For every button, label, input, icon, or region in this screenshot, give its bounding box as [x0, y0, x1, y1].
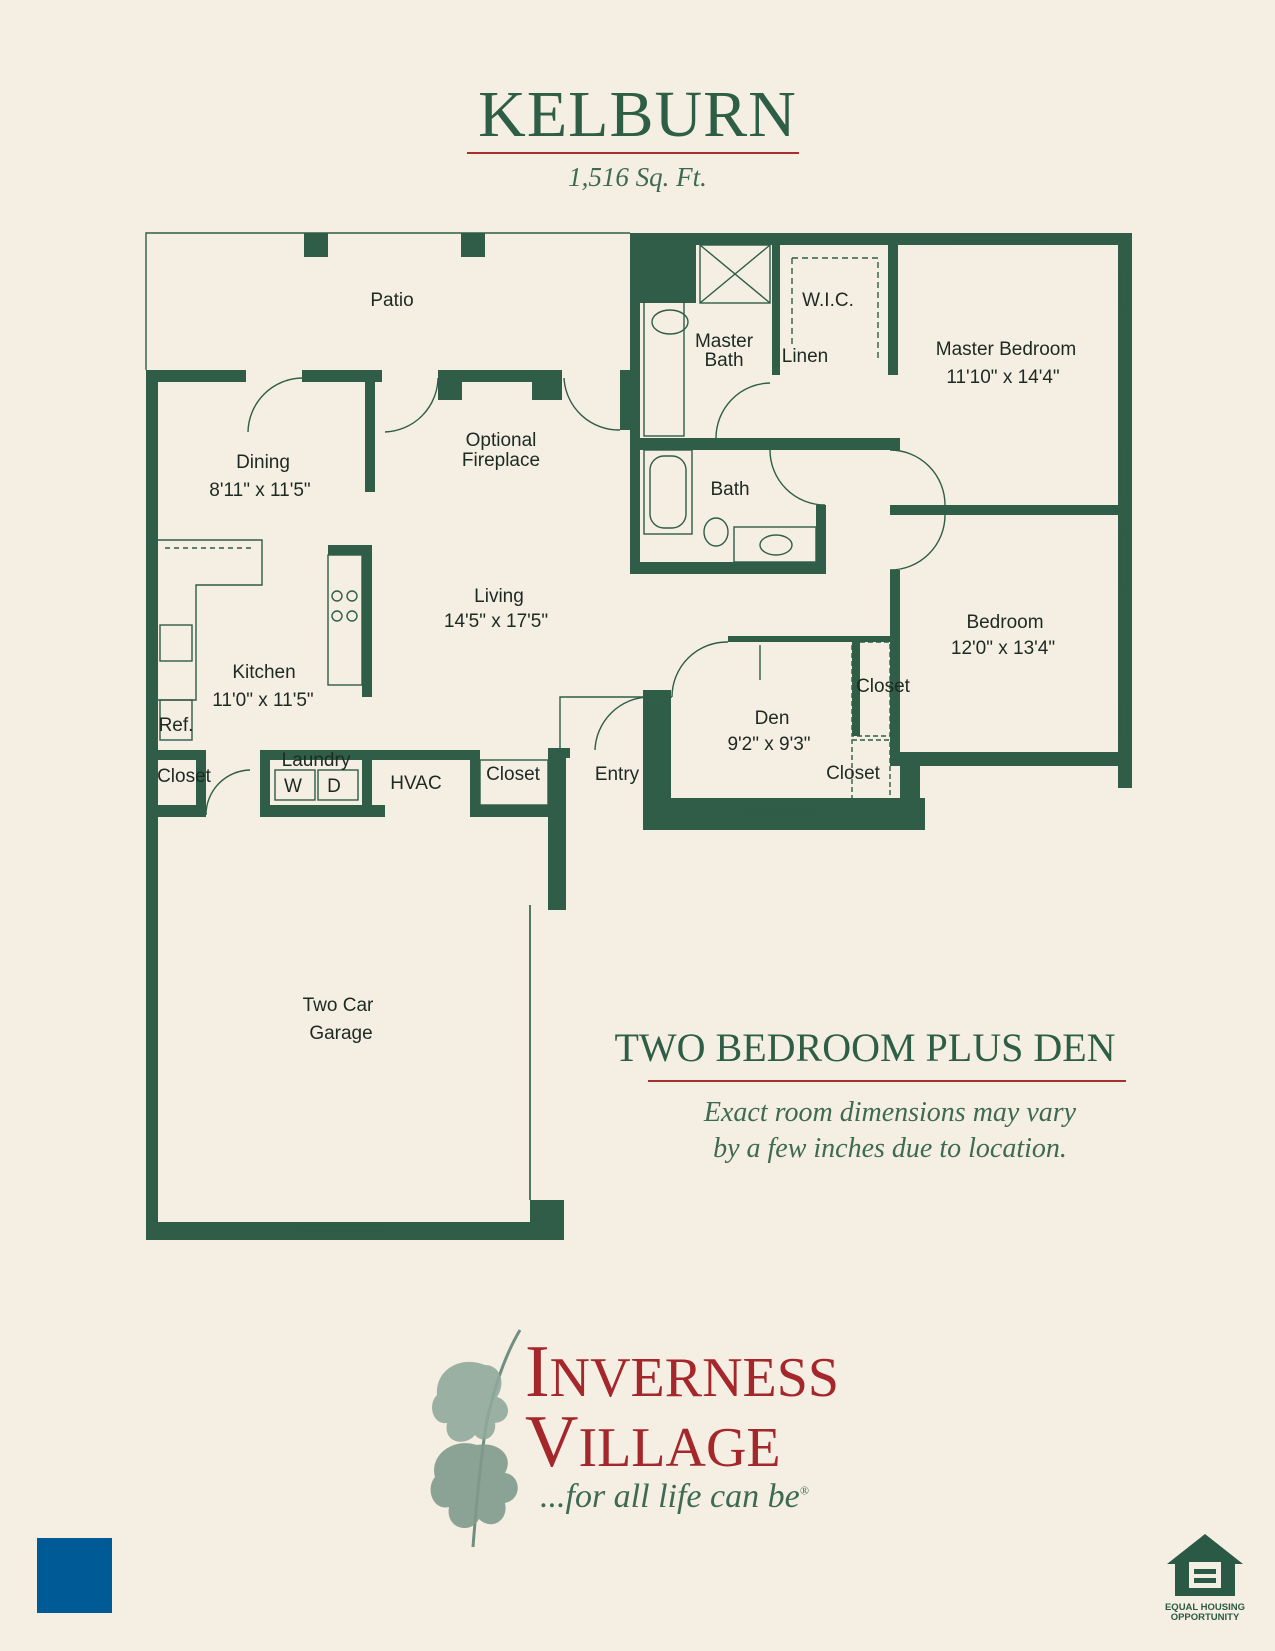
hvac-label: HVAC [390, 773, 441, 794]
blue-square-block [37, 1538, 112, 1613]
dining-label: Dining [236, 452, 290, 473]
dryer-label: D [327, 776, 341, 797]
dimension-note-line-1: Exact room dimensions may vary [703, 1097, 1077, 1128]
master-bedroom-label: Master Bedroom [936, 339, 1076, 360]
kitchen-label: Kitchen [232, 662, 295, 683]
den-dimensions: 9'2" x 9'3" [727, 734, 810, 755]
plan-title: KELBURN [478, 78, 797, 151]
linen-label: Linen [782, 346, 829, 367]
plan-type-heading: TWO BEDROOM PLUS DEN [614, 1025, 1116, 1070]
den-label: Den [755, 708, 790, 729]
registered-mark: ® [799, 1483, 809, 1498]
kitchen-dimensions: 11'0" x 11'5" [212, 690, 313, 711]
brand-tagline: ...for all life can be® [540, 1478, 809, 1516]
square-footage: 1,516 Sq. Ft. [568, 162, 707, 192]
brand-name-line-2: VILLAGE [525, 1405, 781, 1479]
brand-rest-2: ILLAGE [578, 1417, 781, 1479]
bath-label: Bath [710, 479, 749, 500]
master-bedroom-dimensions: 11'10" x 14'4" [946, 367, 1059, 388]
refrigerator-label: Ref. [159, 715, 194, 736]
plan-type-underline [648, 1080, 1126, 1082]
dining-dimensions: 8'11" x 11'5" [209, 480, 310, 501]
bedroom-dimensions: 12'0" x 13'4" [951, 638, 1055, 659]
living-label: Living [474, 586, 524, 607]
oak-leaf-logo-icon [430, 1329, 522, 1548]
master-bath-label-1: Master [695, 331, 754, 352]
garage-label-2: Garage [309, 1023, 372, 1044]
fireplace-label-2: Fireplace [462, 450, 540, 471]
equal-housing-line-2: OPPORTUNITY [1170, 1611, 1240, 1623]
room-labels: Patio Dining 8'11" x 11'5" Optional Fire… [157, 290, 1076, 1044]
bedroom-label: Bedroom [966, 612, 1043, 633]
brand-name-line-1: INVERNESS [525, 1335, 839, 1409]
tagline-text: ...for all life can be [540, 1478, 800, 1515]
fireplace-label-1: Optional [466, 430, 537, 451]
wic-label: W.I.C. [802, 290, 854, 311]
living-dimensions: 14'5" x 17'5" [444, 611, 548, 632]
walls [146, 233, 1132, 1240]
entry-label: Entry [595, 764, 640, 785]
washer-label: W [284, 776, 302, 797]
dimension-note-line-2: by a few inches due to location. [713, 1133, 1067, 1164]
master-bath-label-2: Bath [704, 350, 743, 371]
entry-closet-label: Closet [486, 764, 541, 785]
brand-rest-1: NVERNESS [549, 1347, 840, 1409]
title-underline [467, 152, 799, 154]
thin-lines [145, 232, 1129, 1232]
left-closet-label: Closet [157, 766, 212, 787]
equal-housing-house-icon [1167, 1534, 1243, 1596]
equal-housing-line-1: EQUAL HOUSING [1164, 1602, 1246, 1613]
garage-label-1: Two Car [303, 995, 374, 1016]
equal-housing-badge: EQUAL HOUSING OPPORTUNITY [1158, 1532, 1252, 1623]
den-closet-label: Closet [826, 763, 881, 784]
brand-initial-1: I [525, 1331, 550, 1413]
brand-initial-2: V [525, 1401, 579, 1483]
patio-label: Patio [370, 290, 413, 311]
bedroom-closet-label: Closet [856, 676, 911, 697]
laundry-label: Laundry [282, 750, 351, 771]
